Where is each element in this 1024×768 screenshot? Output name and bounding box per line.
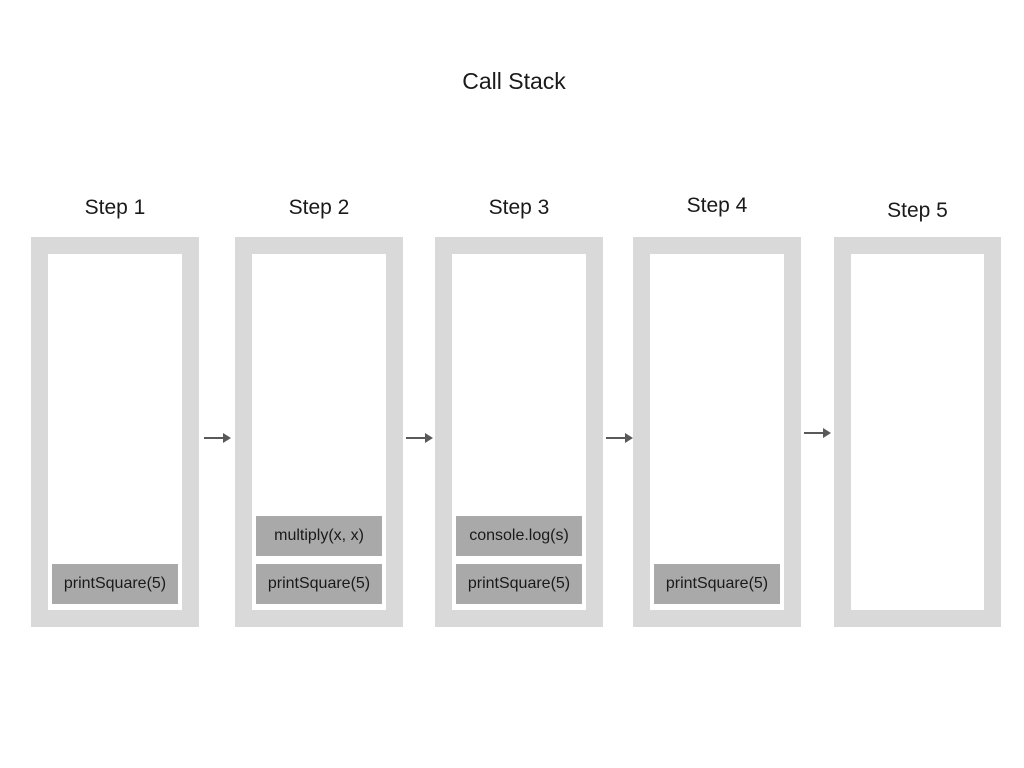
step-3: Step 3 console.log(s) printSquare(5) [435,195,603,627]
right-arrow-icon [804,426,832,440]
step-5-stack-area [851,254,984,610]
step-2-stack-area: multiply(x, x) printSquare(5) [252,254,386,610]
stack-frame: console.log(s) [456,516,582,556]
step-4-stack-area: printSquare(5) [650,254,784,610]
step-3-label: Step 3 [488,196,550,219]
step-1-label: Step 1 [84,196,146,219]
step-1-stack-container: printSquare(5) [31,237,199,627]
stack-frame: printSquare(5) [456,564,582,604]
step-2-label: Step 2 [288,196,350,219]
step-4: Step 4 printSquare(5) [633,194,801,627]
step-5: Step 5 [834,195,1001,627]
stack-frame: printSquare(5) [256,564,382,604]
step-4-stack-container: printSquare(5) [633,237,801,627]
right-arrow-icon [606,431,634,445]
step-2: Step 2 multiply(x, x) printSquare(5) [235,195,403,627]
right-arrow-icon [204,431,232,445]
right-arrow-icon [406,431,434,445]
step-5-label: Step 5 [887,199,948,222]
step-4-label: Step 4 [686,194,748,217]
diagram-title: Call Stack [462,68,566,94]
stack-frame: printSquare(5) [654,564,780,604]
stack-frame: printSquare(5) [52,564,178,604]
stack-frame: multiply(x, x) [256,516,382,556]
step-2-stack-container: multiply(x, x) printSquare(5) [235,237,403,627]
step-3-stack-area: console.log(s) printSquare(5) [452,254,586,610]
step-5-stack-container [834,237,1001,627]
step-3-stack-container: console.log(s) printSquare(5) [435,237,603,627]
step-1-stack-area: printSquare(5) [48,254,182,610]
step-1: Step 1 printSquare(5) [31,195,199,627]
